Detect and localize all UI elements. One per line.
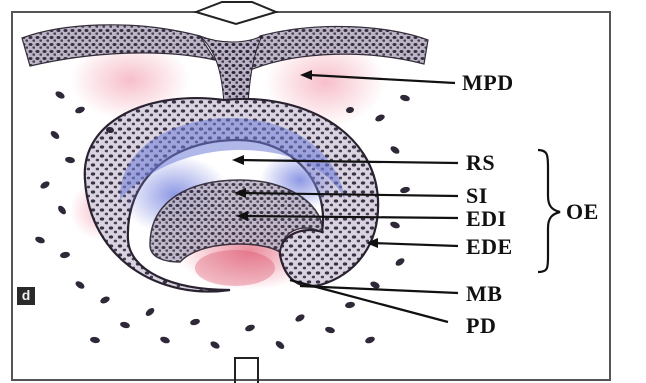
label-mpd: MPD: [462, 70, 514, 96]
label-rs: RS: [466, 150, 495, 176]
panel-letter: d: [17, 287, 35, 305]
label-edi: EDI: [466, 206, 507, 232]
label-oe: OE: [566, 199, 599, 225]
label-mb: MB: [466, 281, 502, 307]
label-pd: PD: [466, 313, 496, 339]
label-ede: EDE: [466, 234, 513, 260]
